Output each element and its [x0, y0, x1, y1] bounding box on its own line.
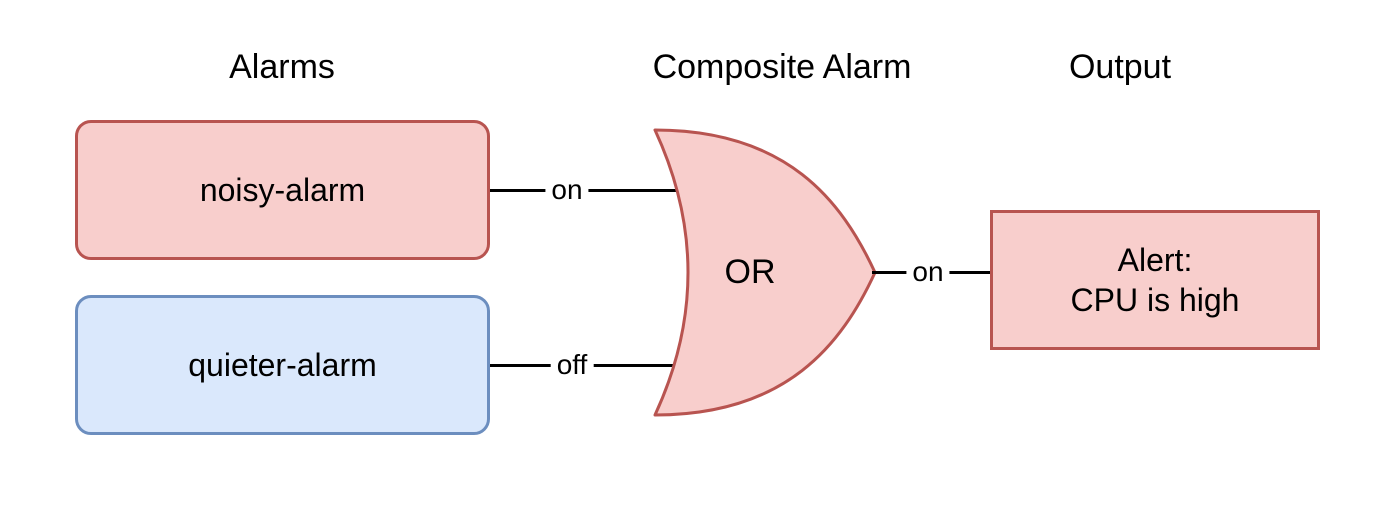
or-gate-node: [652, 127, 878, 418]
edge-label-gate-on: on: [906, 256, 950, 288]
quieter-alarm-label: quieter-alarm: [188, 346, 377, 383]
header-composite-alarm: Composite Alarm: [652, 48, 912, 86]
or-gate-icon: [653, 128, 877, 417]
noisy-alarm-label: noisy-alarm: [199, 171, 366, 208]
quieter-alarm-node: quieter-alarm: [75, 295, 490, 435]
alert-line1: Alert:: [1117, 242, 1193, 278]
edge-label-noisy-on: on: [545, 174, 589, 206]
header-output: Output: [1068, 48, 1172, 86]
edge-label-quieter-off: off: [550, 349, 594, 381]
alert-output-label: Alert: CPU is high: [1071, 240, 1240, 320]
header-alarms: Alarms: [229, 48, 335, 86]
alert-line2: CPU is high: [1070, 282, 1240, 318]
noisy-alarm-node: noisy-alarm: [75, 120, 490, 260]
alert-output-node: Alert: CPU is high: [990, 210, 1320, 350]
